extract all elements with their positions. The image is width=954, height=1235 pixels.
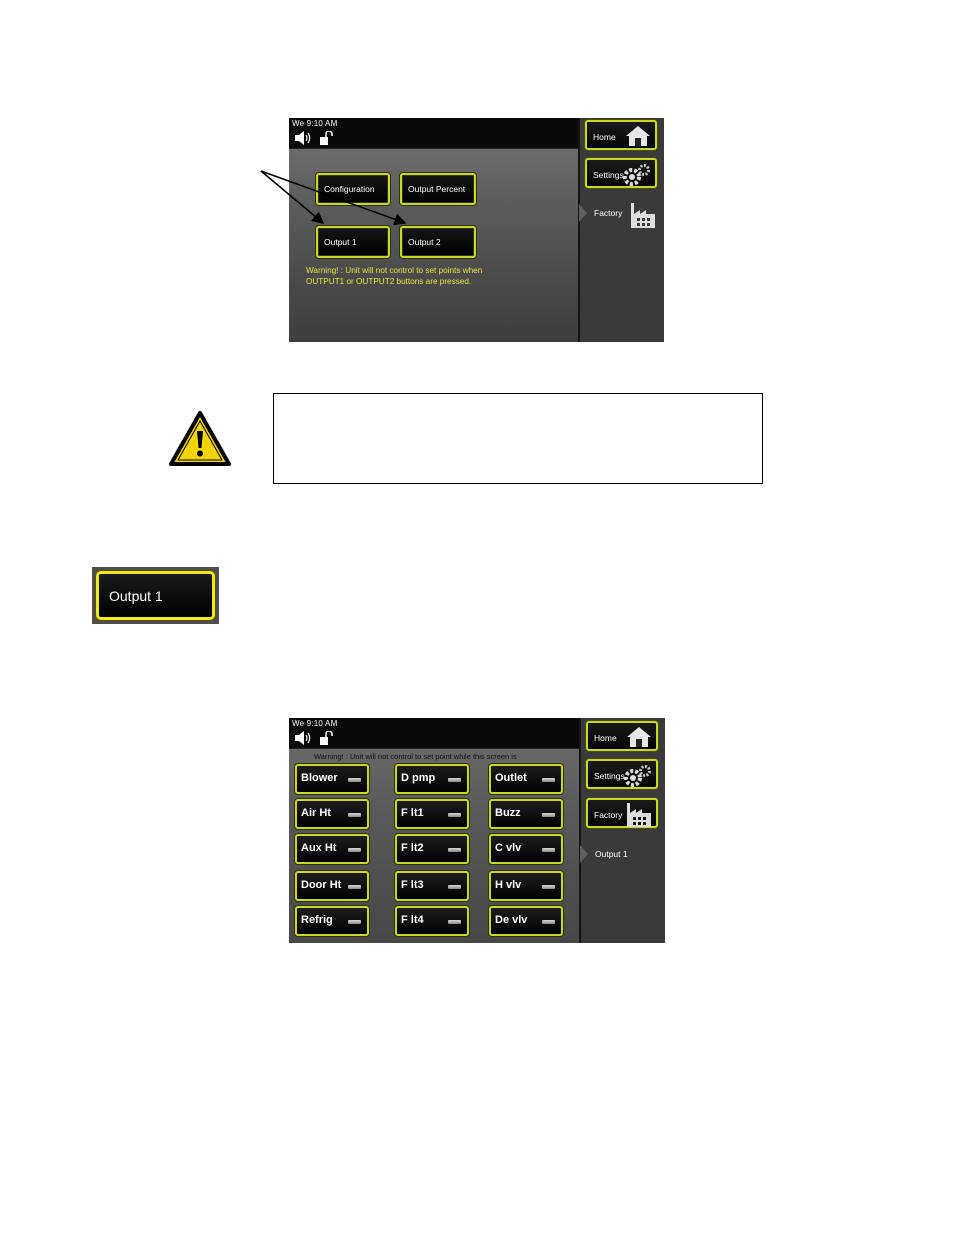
status-icons — [295, 131, 333, 145]
off-indicator — [448, 885, 461, 889]
output-1-button[interactable]: Output 1 — [316, 226, 390, 258]
caution-box — [273, 393, 763, 484]
output-toggle-button[interactable]: Air Ht — [295, 799, 369, 829]
clock-text: We 9:10 AM — [292, 719, 338, 728]
output-1-button-large: Output 1 — [96, 571, 215, 620]
off-indicator — [542, 778, 555, 782]
status-bar: We 9:10 AM — [289, 718, 579, 749]
factory-icon — [631, 203, 655, 228]
off-indicator — [542, 813, 555, 817]
factory-screen: We 9:10 AM Configuration Output Percent … — [289, 118, 664, 342]
output-percent-button[interactable]: Output Percent — [400, 173, 476, 205]
output-toggle-label: Buzz — [495, 807, 521, 819]
status-icons — [295, 731, 333, 745]
factory-button[interactable]: Factory — [586, 798, 658, 828]
output-2-button[interactable]: Output 2 — [400, 226, 476, 258]
current-pointer — [580, 845, 588, 863]
warning-message: Warning! : Unit will not control to set … — [306, 266, 483, 286]
output-toggle-label: Outlet — [495, 772, 527, 784]
output-toggle-label: De vlv — [495, 914, 528, 926]
clock-text: We 9:10 AM — [292, 119, 338, 128]
side-nav: Home Settings Factory — [579, 718, 665, 943]
off-indicator — [348, 885, 361, 889]
output-toggle-label: Air Ht — [301, 807, 331, 819]
gear-icon — [624, 765, 651, 787]
unlocked-icon — [320, 731, 333, 745]
settings-button[interactable]: Settings — [586, 759, 658, 789]
output-toggle-button[interactable]: Outlet — [489, 764, 563, 794]
output-toggle-label: D pmp — [401, 772, 436, 784]
speaker-icon — [295, 731, 311, 745]
output-toggle-button[interactable]: F lt1 — [395, 799, 469, 829]
output-toggle-label: F lt1 — [401, 807, 424, 819]
off-indicator — [542, 885, 555, 889]
output-toggle-label: Refrig — [301, 914, 333, 926]
unlocked-icon — [320, 131, 333, 145]
annotation-arrows — [260, 170, 407, 226]
home-icon — [626, 126, 650, 146]
off-indicator — [448, 920, 461, 924]
home-icon — [627, 727, 651, 747]
output-1-button-closeup: Output 1 — [92, 567, 219, 624]
off-indicator — [448, 848, 461, 852]
output-toggle-button[interactable]: D pmp — [395, 764, 469, 794]
main-panel — [289, 718, 579, 943]
output-toggle-button[interactable]: Buzz — [489, 799, 563, 829]
output-toggle-button[interactable]: F lt4 — [395, 906, 469, 936]
current-pointer — [579, 204, 587, 222]
output-toggle-label: F lt2 — [401, 842, 424, 854]
current-page-factory: Factory — [579, 198, 664, 228]
home-button[interactable]: Home — [586, 721, 658, 751]
output-toggle-label: Aux Ht — [301, 842, 337, 854]
gear-icon — [623, 164, 650, 186]
settings-button[interactable]: Settings — [585, 158, 657, 188]
output-toggle-button[interactable]: Refrig — [295, 906, 369, 936]
speaker-icon — [295, 131, 311, 145]
output-toggle-label: H vlv — [495, 879, 522, 891]
off-indicator — [448, 813, 461, 817]
output-1-screen: We 9:10 AM Warning! : Unit will not cont… — [289, 718, 665, 943]
output-toggle-button[interactable]: H vlv — [489, 871, 563, 901]
output-toggle-button[interactable]: F lt3 — [395, 871, 469, 901]
home-button[interactable]: Home — [585, 120, 657, 150]
off-indicator — [348, 813, 361, 817]
off-indicator — [542, 920, 555, 924]
output-toggle-button[interactable]: Door Ht — [295, 871, 369, 901]
off-indicator — [348, 778, 361, 782]
output-toggle-label: C vlv — [495, 842, 522, 854]
off-indicator — [348, 848, 361, 852]
warning-message: Warning! : Unit will not control to set … — [314, 752, 517, 761]
off-indicator — [348, 920, 361, 924]
output-toggle-button[interactable]: De vlv — [489, 906, 563, 936]
output-toggle-label: Door Ht — [301, 879, 342, 891]
output-toggle-button[interactable]: C vlv — [489, 834, 563, 864]
caution-triangle-icon — [169, 411, 231, 466]
output-toggle-button[interactable]: F lt2 — [395, 834, 469, 864]
side-nav: Home Settings Factory — [578, 118, 664, 342]
output-toggle-label: F lt4 — [401, 914, 424, 926]
current-page-output-1: Output 1 — [580, 839, 665, 869]
factory-icon — [627, 803, 651, 827]
output-toggle-label: F lt3 — [401, 879, 424, 891]
output-toggle-button[interactable]: Blower — [295, 764, 369, 794]
off-indicator — [448, 778, 461, 782]
status-bar: We 9:10 AM — [289, 118, 579, 149]
output-toggle-button[interactable]: Aux Ht — [295, 834, 369, 864]
output-toggle-label: Blower — [301, 772, 338, 784]
off-indicator — [542, 848, 555, 852]
